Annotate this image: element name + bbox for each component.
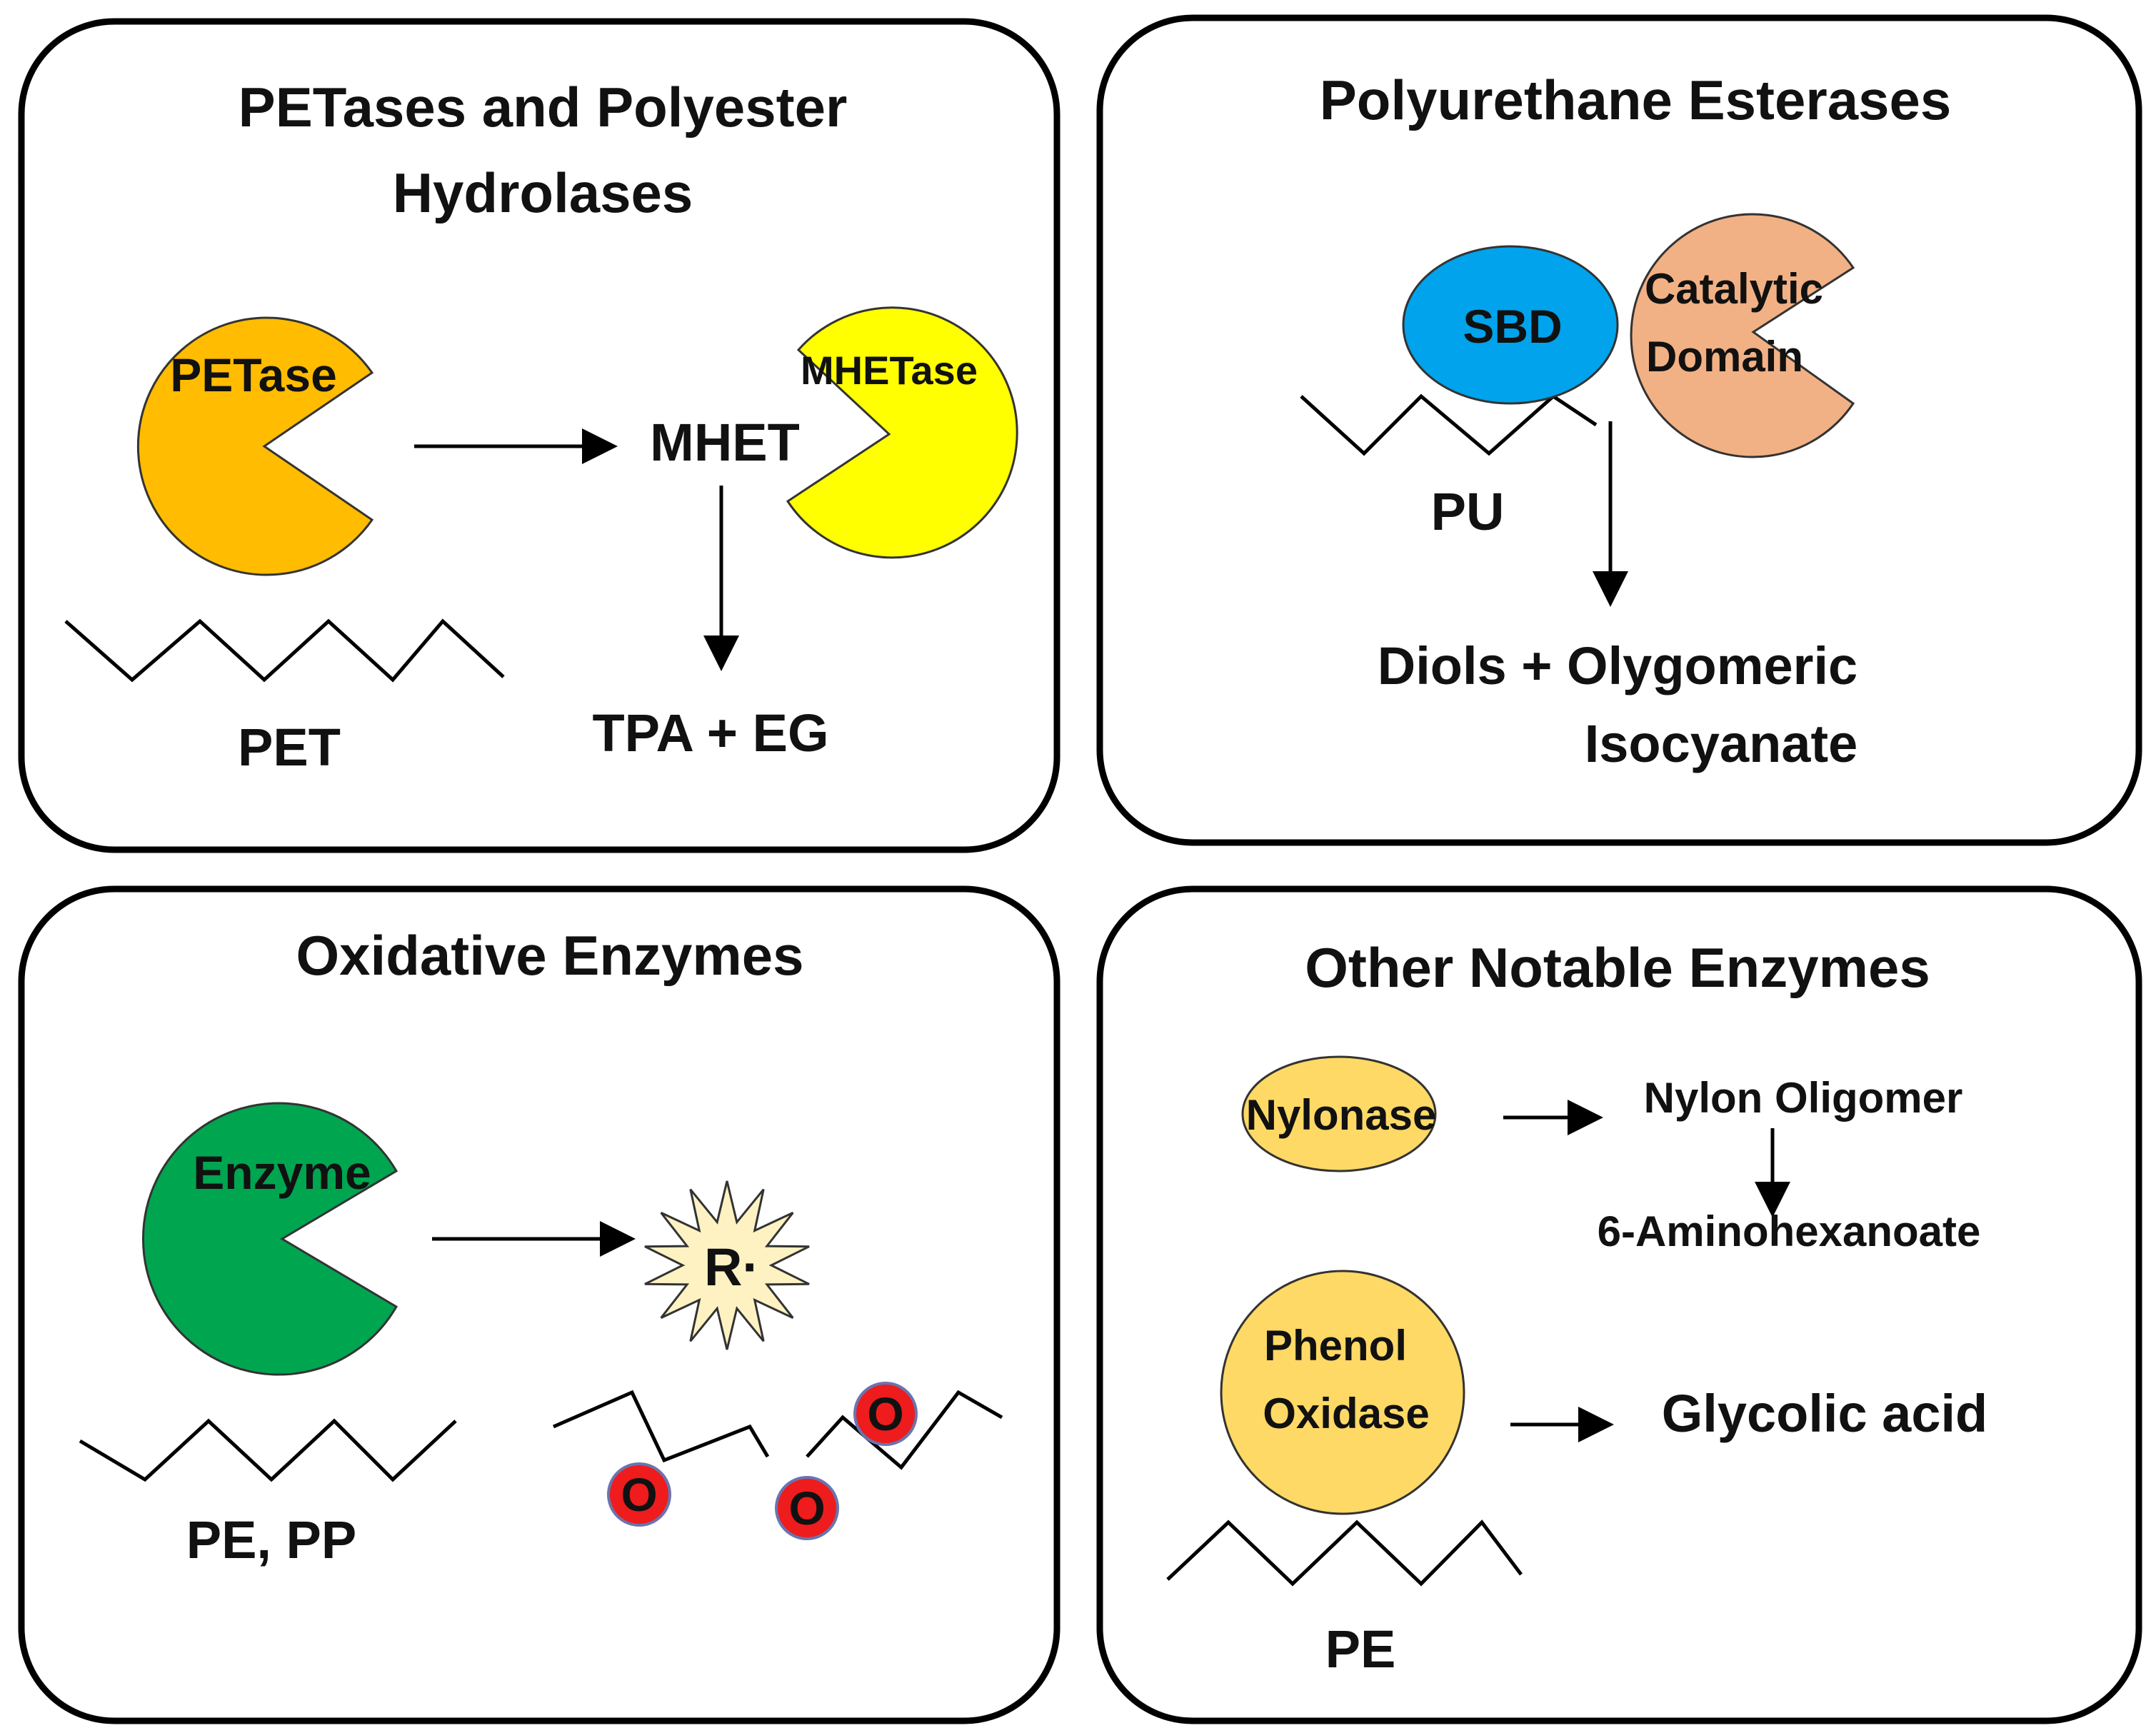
panel-petases-title-line2: Hydrolases xyxy=(393,161,693,224)
oxygen-label: O xyxy=(867,1387,903,1440)
diols-label-line2: Isocyanate xyxy=(1585,714,1858,773)
panel-other-frame xyxy=(1096,885,2142,1724)
pe-pp-label: PE, PP xyxy=(186,1510,357,1569)
catalytic-domain-pacman-icon xyxy=(1630,213,1855,458)
tpa-eg-label: TPA + EG xyxy=(592,703,828,763)
radical-starburst-icon xyxy=(644,1180,810,1350)
oxygen-atom-icon xyxy=(775,1476,839,1540)
catalytic-domain-label-line1: Catalytic xyxy=(1645,265,1823,313)
nylonase-label: Nylonase xyxy=(1246,1091,1437,1139)
nylon-oligomer-label: Nylon Oligomer xyxy=(1644,1074,1963,1122)
oxygen-label: O xyxy=(788,1482,825,1534)
petase-pacman-icon xyxy=(136,316,374,576)
enzyme-label: Enzyme xyxy=(193,1146,371,1199)
pe-chain-icon xyxy=(1166,1519,1523,1587)
catalytic-domain-label-line2: Domain xyxy=(1646,333,1803,381)
panel-petases-title-line1: PETases and Polyester xyxy=(239,76,848,139)
radical-label: R· xyxy=(704,1237,760,1297)
panel-polyurethane-title: Polyurethane Esterases xyxy=(1320,69,1951,131)
pu-label: PU xyxy=(1431,482,1505,541)
panel-other: Other Notable Enzymes Nylonase Nylon Oli… xyxy=(1096,885,2142,1724)
panel-oxidative: Oxidative Enzymes Enzyme R· PE, PP O O O xyxy=(18,885,1061,1724)
panel-polyurethane: Polyurethane Esterases Catalytic Domain … xyxy=(1096,14,2142,846)
mhetase-pacman-icon xyxy=(786,306,1018,559)
panel-oxidative-title: Oxidative Enzymes xyxy=(296,924,804,987)
phenol-oxidase-label-line2: Oxidase xyxy=(1263,1390,1429,1437)
aminohexanoate-label: 6-Aminohexanoate xyxy=(1598,1207,1981,1255)
enzyme-green-pacman-icon xyxy=(142,1102,398,1376)
oxygen-label: O xyxy=(621,1468,657,1521)
pet-chain-icon xyxy=(64,618,505,683)
pe-pp-chain-icon xyxy=(79,1418,457,1482)
pet-label: PET xyxy=(238,718,341,777)
mhet-label: MHET xyxy=(650,413,800,472)
panel-petases-frame xyxy=(18,18,1061,853)
oxygen-atom-icon xyxy=(607,1462,671,1527)
sbd-label: SBD xyxy=(1463,300,1562,353)
phenol-oxidase-circle-icon xyxy=(1220,1270,1465,1515)
nylonase-ellipse-icon xyxy=(1241,1055,1437,1172)
panel-petases: PETases and Polyester Hydrolases PETase … xyxy=(18,18,1061,853)
oxidized-chain-right-icon xyxy=(806,1390,1003,1470)
oxidized-chain-left-icon xyxy=(553,1390,770,1463)
oxygen-atom-icon xyxy=(853,1382,918,1446)
diols-label-line1: Diols + Olygomeric xyxy=(1378,636,1857,695)
petase-label: PETase xyxy=(170,348,337,401)
mhetase-label: MHETase xyxy=(801,348,978,393)
glycolic-acid-label: Glycolic acid xyxy=(1662,1384,1988,1443)
panel-polyurethane-frame xyxy=(1096,14,2142,846)
phenol-oxidase-label-line1: Phenol xyxy=(1264,1322,1407,1370)
pu-chain-icon xyxy=(1300,393,1598,456)
pe-label: PE xyxy=(1325,1619,1396,1679)
panel-other-title: Other Notable Enzymes xyxy=(1305,936,1930,999)
sbd-ellipse-icon xyxy=(1402,245,1619,405)
